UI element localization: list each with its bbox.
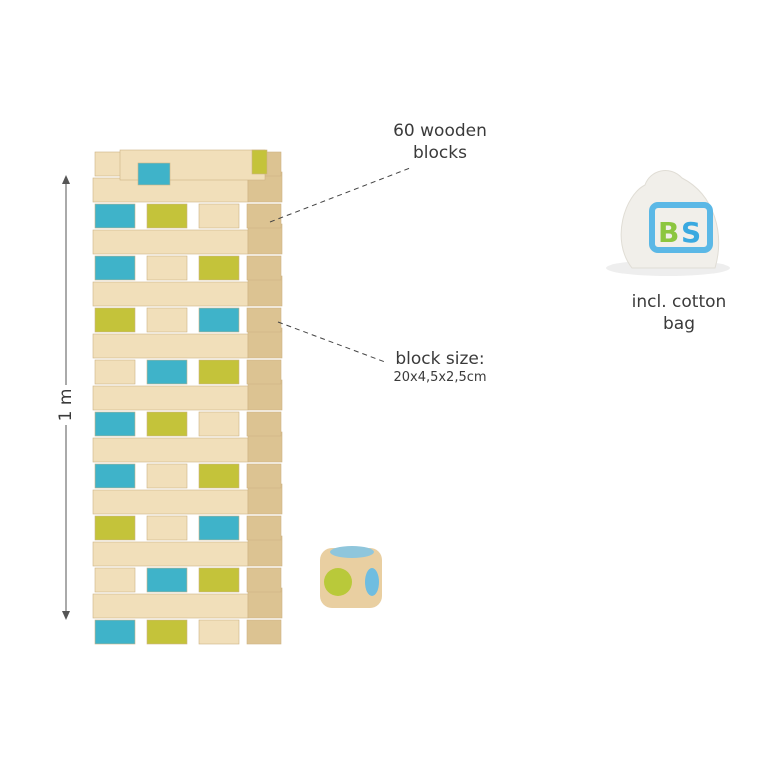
block-end — [94, 619, 136, 645]
block-end — [198, 463, 240, 489]
bag-label: incl. cotton bag — [604, 291, 754, 335]
block-end — [146, 515, 188, 541]
top-block-end — [251, 149, 268, 175]
block-long-face — [92, 489, 249, 515]
block-side — [246, 307, 282, 333]
block-long-face — [92, 437, 249, 463]
block-end — [146, 567, 188, 593]
block-side — [246, 203, 282, 229]
block-end — [94, 463, 136, 489]
block-end — [146, 203, 188, 229]
block-long-face — [92, 281, 249, 307]
block-end — [198, 255, 240, 281]
block-side — [246, 619, 282, 645]
block-side — [247, 223, 283, 255]
block-long-face — [92, 177, 249, 203]
blocks-count-line1: 60 wooden — [393, 121, 487, 141]
block-size-value: 20x4,5x2,5cm — [393, 370, 487, 385]
bag-logo-b: B — [658, 216, 679, 249]
cotton-bag: B S — [606, 170, 730, 276]
block-end — [94, 307, 136, 333]
block-end — [198, 307, 240, 333]
block-end — [146, 359, 188, 385]
block-end — [198, 515, 240, 541]
block-end — [146, 411, 188, 437]
block-side — [247, 431, 283, 463]
blocks-count-line2: blocks — [413, 143, 467, 163]
block-long-face — [92, 593, 249, 619]
height-label: 1 m — [56, 388, 76, 422]
bag-logo-s: S — [681, 216, 701, 249]
block-side — [246, 463, 282, 489]
block-side — [246, 255, 282, 281]
wooden-block-tower — [92, 149, 283, 645]
block-long-face — [92, 229, 249, 255]
block-end — [146, 307, 188, 333]
block-long-face — [92, 541, 249, 567]
block-end — [198, 359, 240, 385]
blocks-count-label: 60 wooden blocks — [370, 120, 510, 164]
block-end — [94, 411, 136, 437]
block-side — [246, 515, 282, 541]
block-size-title: block size: — [395, 349, 485, 369]
bag-line2: bag — [663, 314, 695, 334]
block-side — [247, 327, 283, 359]
block-side — [247, 483, 283, 515]
block-size-label: block size: 20x4,5x2,5cm — [380, 348, 500, 386]
block-side — [247, 535, 283, 567]
block-end — [94, 255, 136, 281]
block-end — [94, 203, 136, 229]
callout-line-blocks — [269, 167, 411, 223]
height-dimension-arrow — [58, 175, 74, 620]
callout-line-size — [277, 321, 386, 363]
block-long-face — [92, 385, 249, 411]
block-side — [246, 359, 282, 385]
top-block-end — [137, 162, 171, 186]
block-side — [246, 411, 282, 437]
block-end — [198, 411, 240, 437]
block-end — [146, 255, 188, 281]
block-end — [146, 463, 188, 489]
block-side — [247, 275, 283, 307]
block-end — [94, 567, 136, 593]
block-end — [198, 619, 240, 645]
block-end — [198, 567, 240, 593]
block-end — [94, 359, 136, 385]
bag-line1: incl. cotton — [631, 292, 727, 312]
block-long-face — [92, 333, 249, 359]
block-end — [94, 515, 136, 541]
block-side — [247, 379, 283, 411]
block-end — [146, 619, 188, 645]
dice — [320, 546, 382, 608]
block-side — [247, 587, 283, 619]
block-end — [198, 203, 240, 229]
block-side — [246, 567, 282, 593]
